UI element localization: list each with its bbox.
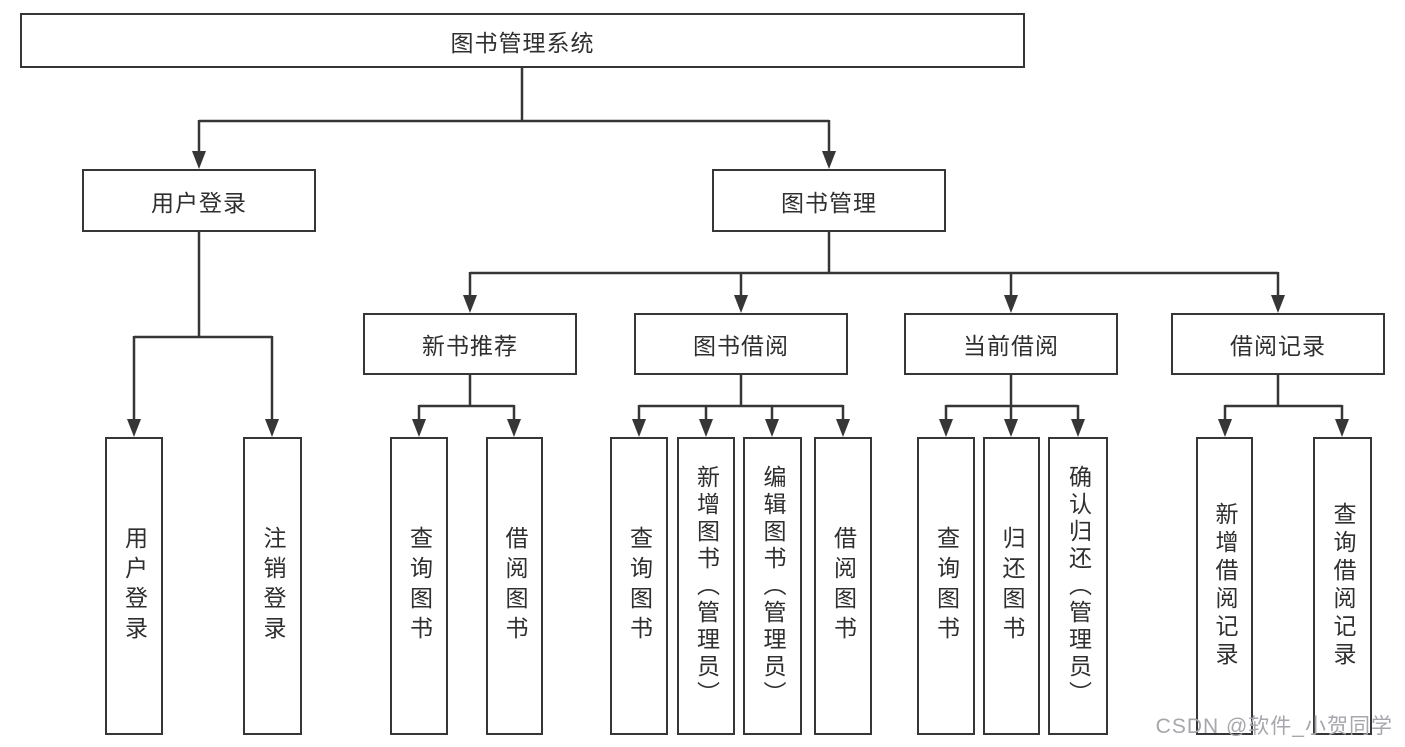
- leaf-borrow-books-label: 借阅图书: [830, 526, 857, 646]
- leaf-query-borrow-record-label: 查询借阅记录: [1330, 502, 1356, 670]
- leaf-query-books-current: 查询图书: [917, 437, 975, 735]
- node-book-management: 图书管理: [712, 169, 946, 232]
- node-user-login: 用户登录: [82, 169, 316, 232]
- leaf-add-book-admin: 新增图书（管理员）: [677, 437, 735, 735]
- leaf-query-books-recommend-label: 查询图书: [406, 526, 433, 646]
- node-current-borrow: 当前借阅: [904, 313, 1118, 375]
- leaf-logout: 注销登录: [243, 437, 302, 735]
- leaf-confirm-return-admin-label: 确认归还（管理员）: [1065, 464, 1092, 708]
- leaf-edit-book-admin: 编辑图书（管理员）: [743, 437, 802, 735]
- node-user-login-label: 用户登录: [151, 189, 247, 216]
- leaf-logout-label: 注销登录: [260, 526, 286, 646]
- node-root: 图书管理系统: [20, 13, 1025, 68]
- node-borrow-records: 借阅记录: [1171, 313, 1385, 375]
- node-borrow-records-label: 借阅记录: [1230, 333, 1326, 359]
- node-book-management-label: 图书管理: [781, 189, 877, 216]
- node-current-borrow-label: 当前借阅: [963, 333, 1059, 359]
- arrowheads: [127, 151, 1349, 437]
- leaf-add-borrow-record: 新增借阅记录: [1196, 437, 1253, 735]
- node-root-label: 图书管理系统: [450, 29, 595, 56]
- leaf-borrow-books: 借阅图书: [814, 437, 872, 735]
- node-book-borrow: 图书借阅: [634, 313, 848, 375]
- node-new-book-recommend: 新书推荐: [363, 313, 577, 375]
- leaf-return-books-label: 归还图书: [999, 526, 1025, 646]
- leaf-borrow-books-recommend-label: 借阅图书: [502, 526, 528, 646]
- leaf-user-login: 用户登录: [105, 437, 163, 735]
- leaf-borrow-books-recommend: 借阅图书: [486, 437, 543, 735]
- leaf-confirm-return-admin: 确认归还（管理员）: [1048, 437, 1108, 735]
- leaf-edit-book-admin-label: 编辑图书（管理员）: [760, 464, 786, 708]
- leaf-query-books-current-label: 查询图书: [933, 526, 960, 646]
- leaf-user-login-label: 用户登录: [121, 526, 148, 646]
- leaf-add-borrow-record-label: 新增借阅记录: [1212, 502, 1238, 670]
- leaf-query-books-recommend: 查询图书: [390, 437, 448, 735]
- leaf-query-books-borrow: 查询图书: [610, 437, 668, 735]
- watermark: CSDN @软件_小贺同学: [1155, 715, 1393, 738]
- leaf-return-books: 归还图书: [983, 437, 1040, 735]
- leaf-query-books-borrow-label: 查询图书: [626, 526, 653, 646]
- node-new-book-recommend-label: 新书推荐: [422, 333, 518, 359]
- leaf-add-book-admin-label: 新增图书（管理员）: [693, 464, 720, 708]
- leaf-query-borrow-record: 查询借阅记录: [1313, 437, 1372, 735]
- node-book-borrow-label: 图书借阅: [693, 333, 789, 359]
